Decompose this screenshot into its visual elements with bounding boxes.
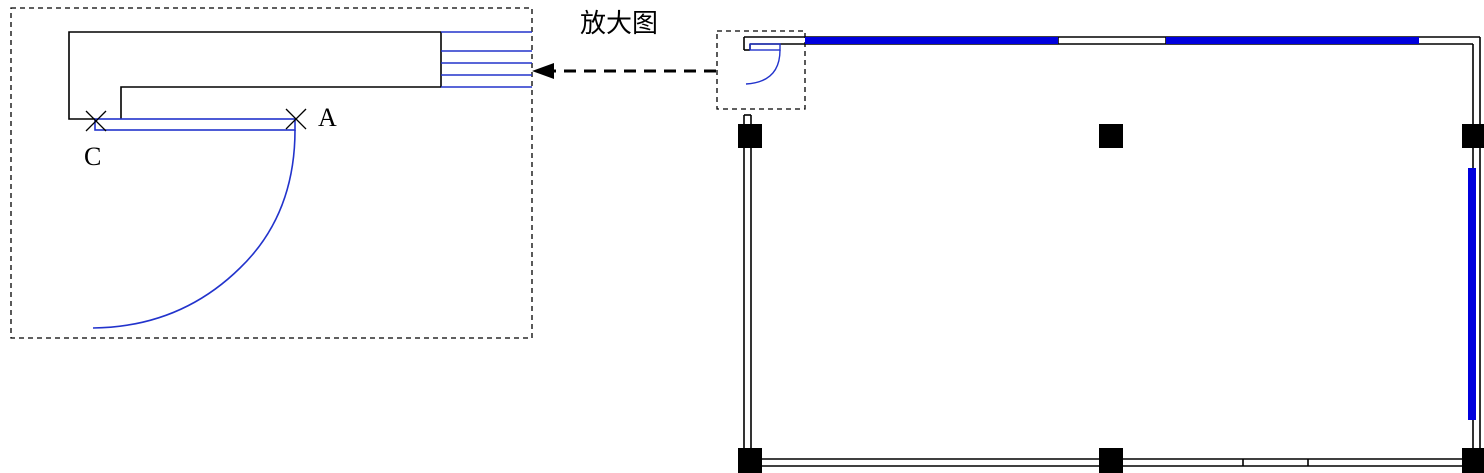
- zoom-detail: A C: [10, 7, 533, 339]
- source-window: [745, 43, 781, 85]
- zoom-frame: [10, 7, 533, 339]
- column: [738, 448, 762, 473]
- right-window: [1468, 168, 1476, 420]
- point-a-label: A: [318, 103, 337, 132]
- top-windows: [805, 37, 1419, 44]
- callout-arrowhead: [532, 63, 554, 79]
- left-wall: [743, 114, 752, 466]
- zoom-source-frame: [716, 30, 806, 110]
- zoom-window: [441, 31, 532, 88]
- point-a-marker: [285, 108, 307, 130]
- column: [738, 124, 762, 148]
- point-c-marker: [85, 110, 107, 132]
- column: [1099, 124, 1123, 148]
- zoom-wall-outline: [68, 31, 441, 120]
- column: [1462, 124, 1484, 148]
- column: [1462, 448, 1484, 473]
- zoom-title: 放大图: [580, 9, 658, 39]
- columns: [738, 124, 1484, 473]
- floor-plan: [716, 30, 1484, 473]
- point-c-label: C: [84, 142, 101, 171]
- zoom-door-swing-arc: [92, 129, 296, 329]
- zoom-door-leaf: [94, 118, 296, 131]
- column: [1099, 448, 1123, 473]
